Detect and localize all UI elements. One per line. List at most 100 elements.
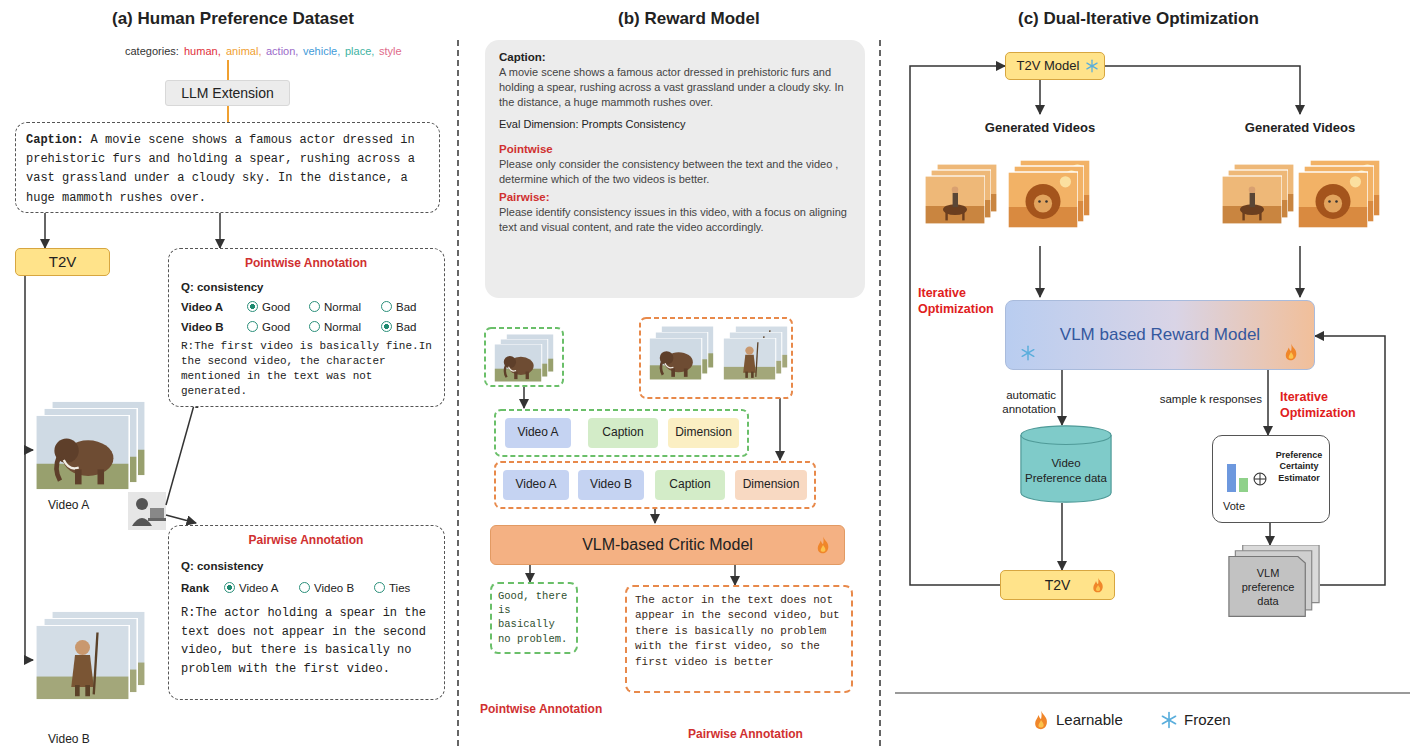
pairwise-input-row [495, 462, 815, 508]
node-text: Bad [396, 300, 416, 315]
pointwise-input-row [495, 410, 748, 456]
edge-label: sample k responses [1148, 392, 1262, 406]
node-text: Q: consistency [181, 280, 263, 295]
node-text: Pointwise Annotation [169, 256, 443, 272]
oplus-symbol [1253, 472, 1267, 486]
node-text: R:The actor holding a spear in the text … [181, 604, 434, 678]
legend-text: Frozen [1184, 710, 1231, 730]
shape-part [1229, 557, 1305, 617]
text-slot: R:The first video is basically fine.In t… [181, 339, 434, 398]
node-text: VLM-based Critic Model [582, 535, 753, 556]
illustration-part [166, 515, 196, 523]
panel-title: (b) Reward Model [618, 8, 760, 30]
vote-bar [1239, 478, 1248, 492]
radio-button [374, 582, 385, 593]
illustration-part [1222, 176, 1282, 224]
pointwise-input-frame [485, 328, 563, 386]
node-text: Ties [389, 581, 410, 596]
category-word: place, [345, 44, 374, 58]
node-text: Caption [669, 477, 710, 493]
learnable-icon [814, 536, 832, 554]
legend-text: Learnable [1056, 710, 1123, 730]
input-token: Caption [655, 470, 725, 500]
connector-arrow [734, 565, 736, 585]
illustration-part [148, 518, 166, 521]
node-text: Bad [396, 320, 416, 335]
illustration-part [654, 508, 656, 523]
text-slot: R:The actor holding a spear in the text … [181, 604, 434, 678]
category-word: human, [184, 44, 221, 58]
frozen-icon [1020, 345, 1036, 361]
generated-videos-right [1222, 160, 1380, 228]
node-text: Preference Certainty Estimator [1271, 450, 1327, 484]
critic-model-box: VLM-based Critic Model [490, 525, 845, 565]
category-word: animal, [226, 44, 261, 58]
annotation-box: Pairwise Annotation Q: consistencyRank Vid… [168, 525, 445, 700]
node-text: VLM preference data [1230, 566, 1306, 609]
connector-arrow [1269, 523, 1271, 545]
text-slot: Good [247, 317, 290, 335]
output-caption: Pointwise Annotation [480, 702, 602, 718]
illustration-part [1008, 172, 1078, 228]
node-text: Caption: [499, 50, 851, 65]
node-text: The actor in the text does not appear in… [635, 593, 843, 670]
output-box: The actor in the text does not appear in… [625, 585, 853, 693]
oplus-symbol [1254, 473, 1266, 485]
text-slot: Pointwise Annotation [169, 256, 443, 272]
video-a-frames [36, 401, 146, 490]
illustration-part [523, 386, 525, 408]
output-caption: Pointwise Annotation [480, 702, 602, 718]
output-caption: Pairwise Annotation [688, 727, 803, 743]
caption-box: Caption:A movie scene shows a famous act… [15, 122, 440, 213]
illustration-part [25, 276, 33, 660]
node-text: VLM based Reward Model [1060, 324, 1260, 346]
model-box: T2V [15, 248, 110, 276]
panel-title: (a) Human Preference Dataset [112, 8, 354, 30]
model-box: T2V Model [1005, 52, 1105, 80]
illustration-part [166, 398, 196, 505]
illustration-part [136, 498, 148, 510]
node-text: Rank [181, 581, 209, 596]
node-text: Good [262, 300, 290, 315]
text-slot: Video A [181, 297, 223, 315]
radio-button [299, 582, 310, 593]
text-slot: Rank [181, 578, 209, 596]
node-text: Video B [590, 477, 632, 493]
learnable-icon [1093, 578, 1102, 593]
text-slot: Bad [381, 317, 416, 335]
vote-box: VotePreference Certainty Estimator [1212, 435, 1330, 523]
panel-title: (c) Dual-Iterative Optimization [1018, 8, 1259, 30]
illustration-part [1105, 66, 1300, 114]
loop-label: Iterative Optimization [1280, 390, 1375, 421]
text-slot: Normal [309, 317, 361, 335]
node-text: Video A [239, 581, 278, 596]
category-word: action, [266, 44, 298, 58]
vote-bar [1227, 464, 1236, 492]
separator-line [895, 692, 1410, 694]
text-slot: Pairwise Annotation [169, 533, 443, 549]
node-text: Good [262, 320, 290, 335]
node-text: Please identify consistency issues in th… [499, 205, 851, 235]
node-text: Good, there is basically no problem. [498, 589, 570, 646]
category-word: animal, [226, 44, 261, 58]
input-token: Caption [588, 418, 658, 448]
video-label: Video B [48, 732, 90, 748]
connector-arrow [529, 565, 531, 582]
panel-title: (c) Dual-Iterative Optimization [1018, 8, 1259, 30]
node-text: Video B [314, 581, 354, 596]
learnable-icon [1282, 343, 1300, 361]
text-slot: Normal [309, 297, 361, 315]
node-text: Video Preference data [1024, 456, 1108, 486]
learnable-icon [1090, 577, 1106, 593]
illustration-part [1299, 246, 1301, 297]
category-word: vehicle, [303, 44, 340, 58]
text-slot: Q: consistency [181, 556, 263, 574]
frozen-icon [1087, 60, 1097, 72]
node-text: Eval Dimension: Prompts Consistency [499, 117, 851, 131]
model-box: T2V [1000, 570, 1115, 600]
node-text: LLM Extension [181, 84, 274, 102]
loop-label: Iterative Optimization [918, 286, 1002, 317]
category-word: action, [266, 44, 298, 58]
text-slot: Ties [374, 578, 410, 596]
text-slot: Video B [181, 317, 224, 335]
